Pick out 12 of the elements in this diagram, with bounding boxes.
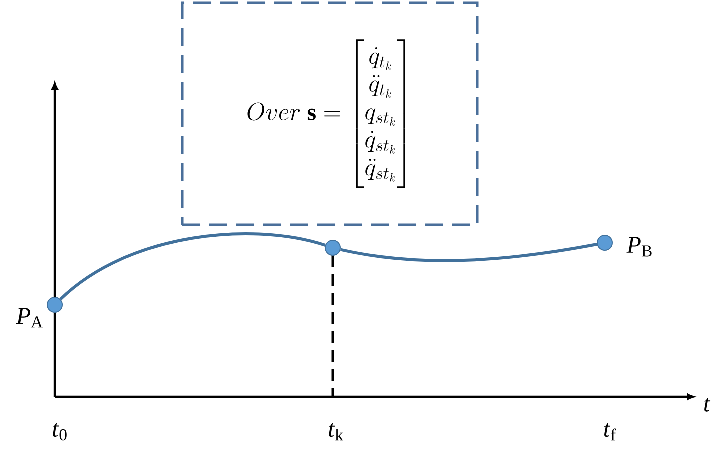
dashed-box: $Over\ \mathbf{s} = \begin{bmatrix}\dot q_{t_k}\\ \ddot q_{t_k}\\ q_{st_k}\\ \dot q_{st_k}\\ \ddot q_{st_k}\end{bmatrix}$ [181,2,479,226]
point-label: P$_{B}$ [626,237,652,257]
point-label: P$_{A}$ [16,308,43,328]
point-marker [325,240,341,256]
curve [340,243,598,262]
curve [60,232,326,301]
point-marker [47,297,63,313]
axis-label: t$_{0}$ [53,423,67,441]
axis-label: t$_{f}$ [604,423,616,441]
axis-label: t [704,398,711,412]
axis-label: t$_{k}$ [329,423,344,441]
point-marker [597,235,613,251]
